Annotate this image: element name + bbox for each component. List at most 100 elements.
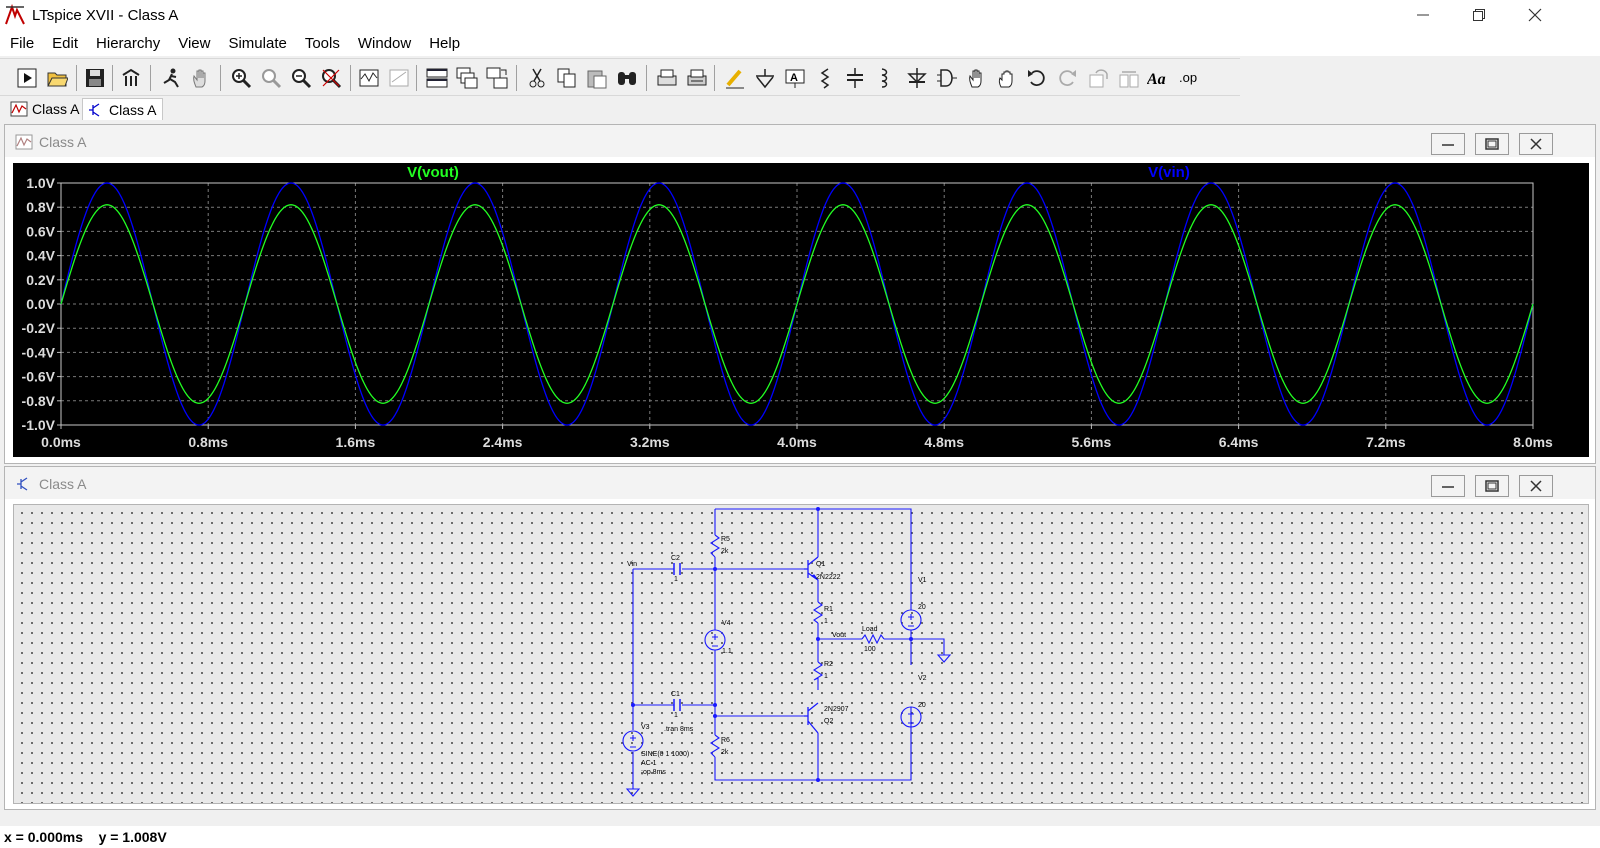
- schematic-close-button[interactable]: [1519, 475, 1553, 497]
- resistor-r5[interactable]: [709, 534, 721, 558]
- close-button[interactable]: [1512, 0, 1558, 30]
- zoom-in-button[interactable]: [228, 65, 254, 91]
- delete-plot-button[interactable]: [386, 65, 412, 91]
- tab-waveform[interactable]: Class A: [6, 98, 85, 120]
- open-button[interactable]: [44, 65, 70, 91]
- save-button[interactable]: [82, 65, 108, 91]
- schematic-maximize-button[interactable]: [1475, 475, 1509, 497]
- zoom-in-icon: [232, 69, 252, 89]
- menu-file[interactable]: File: [10, 34, 35, 52]
- menu-edit[interactable]: Edit: [52, 34, 79, 52]
- diode-button[interactable]: [904, 65, 930, 91]
- rotate-button[interactable]: [1086, 65, 1112, 91]
- menu-window[interactable]: Window: [357, 34, 412, 52]
- minimize-button[interactable]: [1400, 0, 1446, 30]
- voltage-source-v3[interactable]: [622, 730, 644, 752]
- capacitor-button[interactable]: [842, 65, 868, 91]
- waveform-maximize-button[interactable]: [1475, 133, 1509, 155]
- zoom-fit-button[interactable]: [318, 65, 344, 91]
- text-button[interactable]: Aa: [1146, 65, 1172, 91]
- y-tick-label: 0.2V: [26, 272, 55, 288]
- print-setup-button[interactable]: [654, 65, 680, 91]
- schematic-minimize-button[interactable]: [1431, 475, 1465, 497]
- undo-button[interactable]: [1024, 65, 1050, 91]
- paste-button[interactable]: [584, 65, 610, 91]
- ground-button[interactable]: [752, 65, 778, 91]
- r6-label: R6: [721, 737, 730, 744]
- wire[interactable]: [818, 638, 945, 655]
- op-directive[interactable]: ;op 8ms: [641, 769, 666, 776]
- move-icon: [969, 69, 982, 88]
- c2-label: C2: [671, 555, 680, 562]
- resistor-r2[interactable]: [812, 661, 824, 681]
- menu-tools[interactable]: Tools: [304, 34, 340, 52]
- label-button[interactable]: A: [782, 65, 808, 91]
- y-tick-label: -1.0V: [22, 417, 56, 433]
- menu-help[interactable]: Help: [429, 34, 461, 52]
- voltage-source-v4[interactable]: [704, 629, 726, 651]
- transistor-q2[interactable]: [804, 702, 819, 734]
- restore-button[interactable]: [1456, 0, 1502, 30]
- trace-label-vin[interactable]: V(vin): [1148, 164, 1190, 181]
- resistor-r1[interactable]: [812, 601, 824, 624]
- undo-icon: [1028, 70, 1045, 86]
- zoom-out-button[interactable]: [288, 65, 314, 91]
- move-button[interactable]: [964, 65, 990, 91]
- trace-label-vout[interactable]: V(vout): [407, 164, 459, 181]
- spice-directive-button[interactable]: .op: [1178, 65, 1204, 91]
- close-icon: [1530, 138, 1542, 150]
- control-panel-icon: [122, 68, 140, 86]
- inductor-button[interactable]: [872, 65, 898, 91]
- voltage-source-v2[interactable]: [900, 706, 922, 728]
- resistor-load[interactable]: [861, 633, 885, 645]
- y-tick-label: 0.6V: [26, 223, 55, 239]
- schematic-canvas[interactable]: Vin C2 1 R5 2k Q1 2N2222 V1 20 R1 1 V4 1…: [13, 504, 1589, 804]
- tile-vertical-button[interactable]: [484, 65, 510, 91]
- wire[interactable]: [714, 508, 912, 781]
- print-button[interactable]: [684, 65, 710, 91]
- waveform-icon: [10, 101, 28, 117]
- wire-button[interactable]: [722, 65, 748, 91]
- schematic-drawing[interactable]: Vin C2 1 R5 2k Q1 2N2222 V1 20 R1 1 V4 1…: [14, 505, 1590, 805]
- tab-schematic[interactable]: Class A: [82, 98, 164, 120]
- menu-hierarchy[interactable]: Hierarchy: [96, 34, 161, 52]
- maximize-icon: [1485, 138, 1499, 150]
- zoom-back-button[interactable]: [258, 65, 284, 91]
- resistor-button[interactable]: [812, 65, 838, 91]
- voltage-source-v1[interactable]: [900, 609, 922, 631]
- mirror-icon: [1119, 71, 1139, 88]
- tran-directive[interactable]: .tran 8ms: [664, 726, 694, 733]
- halt-button[interactable]: [158, 65, 184, 91]
- redo-button[interactable]: [1054, 65, 1080, 91]
- wire-icon: [726, 69, 744, 89]
- x-tick-label: 0.0ms: [41, 434, 81, 450]
- control-panel-button[interactable]: [118, 65, 144, 91]
- menu-view[interactable]: View: [178, 34, 211, 52]
- window-title: LTspice XVII - Class A: [32, 6, 179, 24]
- run-button[interactable]: [14, 65, 40, 91]
- waveform-minimize-button[interactable]: [1431, 133, 1465, 155]
- r2-label: R2: [824, 661, 833, 668]
- autorange-button[interactable]: [356, 65, 382, 91]
- resistor-r6[interactable]: [709, 734, 721, 758]
- find-button[interactable]: [614, 65, 640, 91]
- drag-button[interactable]: [994, 65, 1020, 91]
- y-tick-label: -0.6V: [22, 369, 56, 385]
- mirror-button[interactable]: [1116, 65, 1142, 91]
- component-button[interactable]: [934, 65, 960, 91]
- copy-button[interactable]: [554, 65, 580, 91]
- cascade-button[interactable]: [454, 65, 480, 91]
- waveform-close-button[interactable]: [1519, 133, 1553, 155]
- minimize-icon: [1442, 486, 1454, 488]
- menu-simulate[interactable]: Simulate: [228, 34, 287, 52]
- drag-icon: [998, 70, 1013, 88]
- pan-button[interactable]: [188, 65, 214, 91]
- capacitor-c1[interactable]: [673, 699, 681, 711]
- capacitor-c2[interactable]: [673, 563, 681, 575]
- transistor-q1[interactable]: [804, 556, 819, 581]
- tile-horizontal-button[interactable]: [424, 65, 450, 91]
- cut-button[interactable]: [524, 65, 550, 91]
- cursor-readout: x = 0.000ms y = 1.008V: [4, 829, 167, 845]
